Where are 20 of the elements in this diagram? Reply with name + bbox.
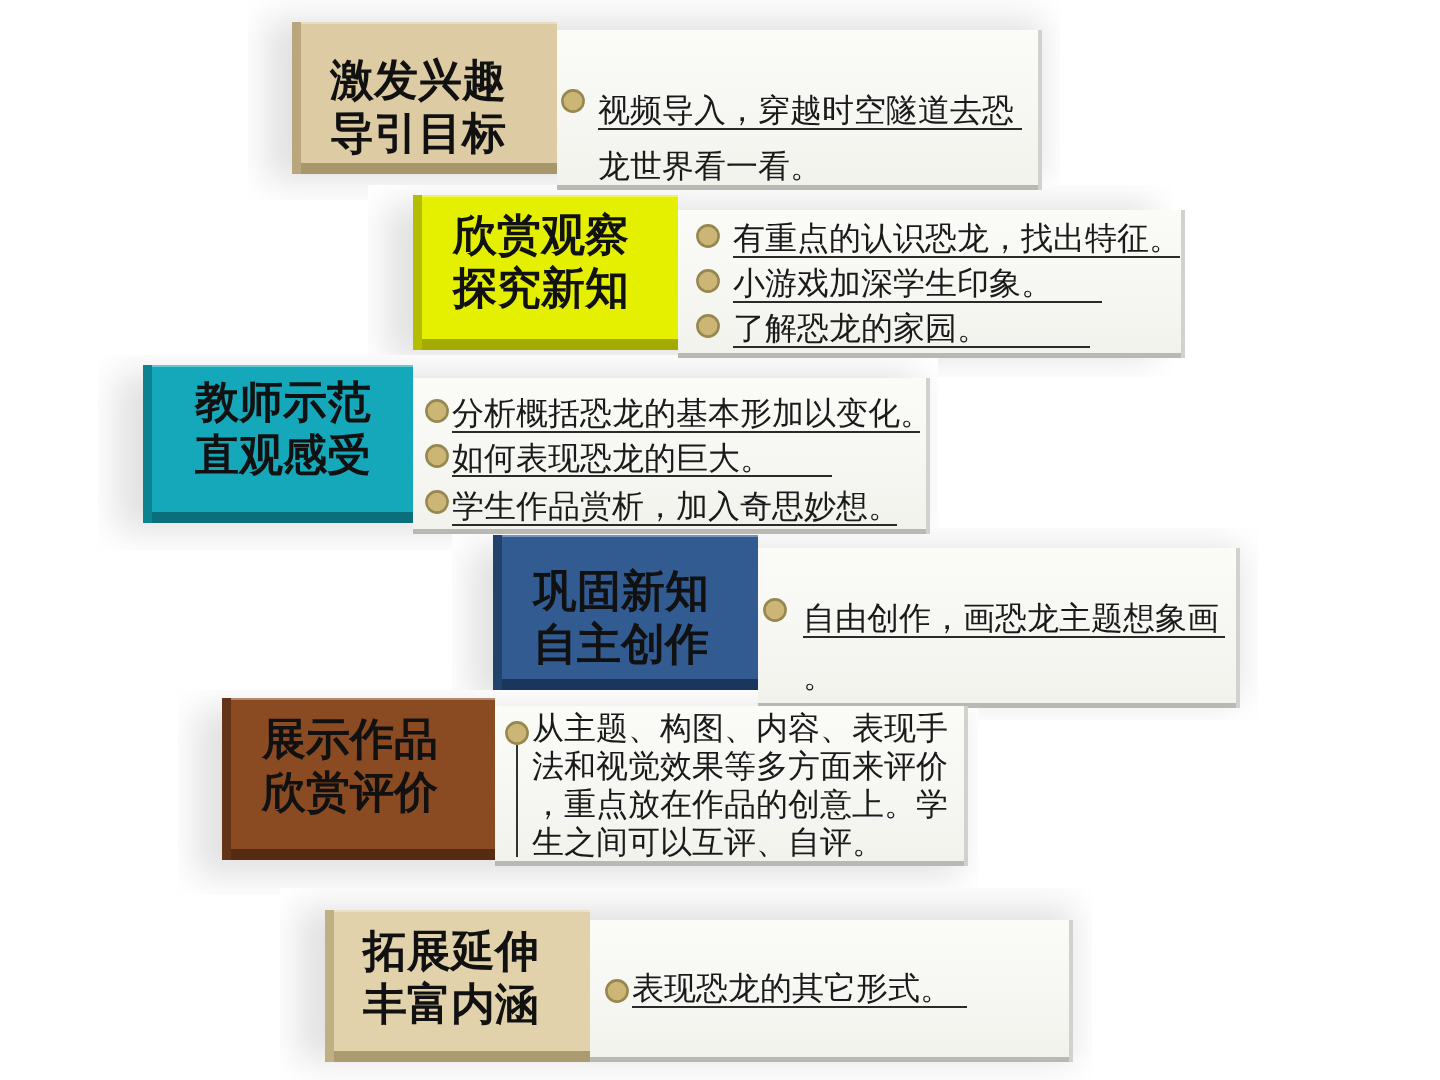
step-block [493,535,758,690]
step-block [222,698,495,860]
step-block [292,22,557,174]
content-panel [678,210,1185,358]
step-block [413,195,678,350]
paragraph-text: 从主题、构图、内容、表现手法和视觉效果等多方面来评价，重点放在作品的创意上。学生之间可以互评、自评。 [532,709,949,861]
content-panel [413,378,930,534]
content-panel [590,920,1073,1062]
step-title: 展示作品欣赏评价 [262,712,439,818]
step-title: 拓展延伸丰富内涵 [363,924,540,1030]
step-title: 欣赏观察探究新知 [453,208,630,314]
step-title: 巩固新知自主创作 [533,564,710,670]
underlined-text: 表现恐龙的其它形式。 [632,968,967,1008]
step-title: 教师示范直观感受 [195,375,372,481]
step-block [143,365,413,523]
content-panel [758,548,1240,708]
step-title: 激发兴趣导引目标 [330,53,507,159]
underlined-text: 如何表现恐龙的巨大。 [452,439,832,477]
content-panel [495,706,968,866]
step-block [325,910,590,1062]
